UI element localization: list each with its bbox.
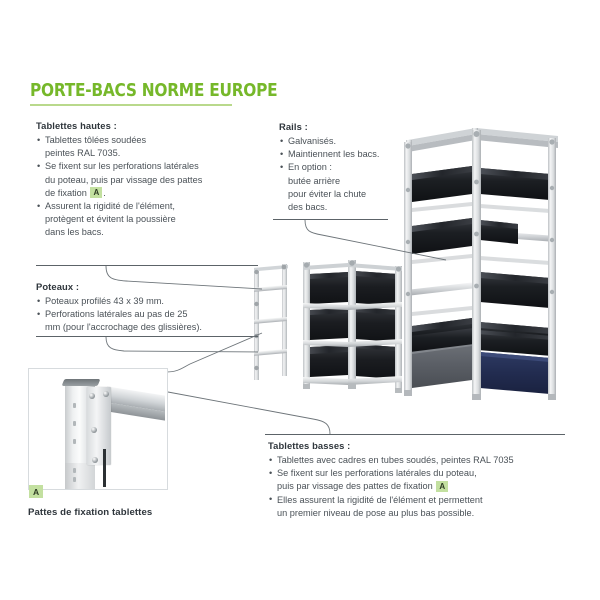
photo-perforation xyxy=(73,439,76,444)
bullet-line: peintes RAL 7035. xyxy=(45,148,121,159)
bullet-line: Maintiennent les bacs. xyxy=(288,149,380,160)
section-heading-poteaux: Poteaux : xyxy=(36,281,80,292)
list-item: Tablettes tôlées soudées peintes RAL 703… xyxy=(36,133,258,160)
bullet-line: Galvanisés. xyxy=(288,136,337,146)
list-item: Se fixent sur les perforations latérales… xyxy=(36,160,258,200)
bullet-list-tablettes-basses: Tablettes avec cadres en tubes soudés, p… xyxy=(268,453,568,520)
list-item: Elles assurent la rigidité de l'élément … xyxy=(268,493,568,520)
photo-post-cap xyxy=(61,379,101,386)
section-heading-rails: Rails : xyxy=(279,121,308,132)
page-title: PORTE-BACS NORME EUROPE xyxy=(30,81,278,101)
product-image-small-rack xyxy=(252,258,412,406)
bullet-line: Se fixent sur les perforations latérales xyxy=(45,161,199,172)
section-rails: Rails : Galvanisés. Maintiennent les bac… xyxy=(279,121,409,214)
bullet-line: protègent et évitent la poussière xyxy=(45,214,176,225)
list-item: Tablettes avec cadres en tubes soudés, p… xyxy=(268,453,568,467)
photo-perforation xyxy=(73,477,76,482)
list-item: Perforations latérales au pas de 25 mm (… xyxy=(36,308,258,334)
photo-bolt xyxy=(89,393,95,399)
photo-post-lower xyxy=(65,463,95,489)
bullet-line: Assurent la rigidité de l'élément, xyxy=(45,201,175,212)
list-item: En option : butée arrière pour éviter la… xyxy=(279,161,409,214)
bullet-line: Elles assurent la rigidité de l'élément … xyxy=(277,494,483,505)
photo-bolt xyxy=(103,391,109,397)
photo-bolt xyxy=(92,457,98,463)
section-heading-tablettes-hautes: Tablettes hautes : xyxy=(36,120,117,131)
badge-a-reference: A xyxy=(436,480,449,492)
bullet-line: de fixation A. xyxy=(45,187,258,200)
bullet-line: pour éviter la chute xyxy=(288,188,367,199)
section-tablettes-hautes: Tablettes hautes : Tablettes tôlées soud… xyxy=(36,120,258,240)
bullet-text: de fixation xyxy=(45,187,87,198)
photo-perforation xyxy=(73,403,76,408)
section-heading-tablettes-basses: Tablettes basses : xyxy=(268,440,351,451)
bullet-line: des bacs. xyxy=(288,202,328,213)
bullet-line: Se fixent sur les perforations latérales… xyxy=(277,468,477,479)
title-block: PORTE-BACS NORME EUROPE xyxy=(30,81,278,107)
photo-caption: Pattes de fixation tablettes xyxy=(28,507,153,518)
bullet-list-poteaux: Poteaux profilés 43 x 39 mm. Perforation… xyxy=(36,294,258,335)
photo-perforation xyxy=(73,468,76,473)
bullet-line: En option : xyxy=(288,162,332,173)
separator-rule-tablettes-basses xyxy=(265,434,565,435)
bullet-text: puis par vissage des pattes de fixation xyxy=(277,481,433,492)
bullet-line: Tablettes tôlées soudées xyxy=(45,135,147,145)
photo-perforation xyxy=(73,421,76,426)
photo-bolt xyxy=(91,427,97,433)
photo-fixing-bracket xyxy=(87,387,111,465)
list-item: Se fixent sur les perforations latérales… xyxy=(268,467,568,493)
bullet-line: mm (pour l'accrochage des glissières). xyxy=(45,322,202,333)
separator-rule-rails xyxy=(273,219,388,220)
badge-a-reference: A xyxy=(90,187,103,199)
bullet-line: Tablettes avec cadres en tubes soudés, p… xyxy=(277,455,514,465)
bullet-line: puis par vissage des pattes de fixation … xyxy=(277,480,568,493)
bullet-line: dans les bacs. xyxy=(45,227,104,238)
bullet-list-tablettes-hautes: Tablettes tôlées soudées peintes RAL 703… xyxy=(36,133,258,240)
badge-a-photo-marker: A xyxy=(29,485,44,498)
bullet-line: butée arrière xyxy=(288,175,341,186)
separator-rule-tablettes-hautes xyxy=(36,265,258,266)
list-item: Assurent la rigidité de l'élément, protè… xyxy=(36,200,258,240)
bullet-line: un premier niveau de pose au plus bas po… xyxy=(277,507,475,518)
list-item: Maintiennent les bacs. xyxy=(279,148,409,161)
bullet-text: . xyxy=(103,187,106,198)
section-tablettes-basses: Tablettes basses : Tablettes avec cadres… xyxy=(268,440,568,520)
bullet-line: Poteaux profilés 43 x 39 mm. xyxy=(45,296,164,306)
bullet-list-rails: Galvanisés. Maintiennent les bacs. En op… xyxy=(279,134,409,214)
separator-rule-poteaux xyxy=(36,336,258,337)
section-poteaux: Poteaux : Poteaux profilés 43 x 39 mm. P… xyxy=(36,281,258,335)
bullet-line: Perforations latérales au pas de 25 xyxy=(45,309,188,320)
product-image-tall-rack xyxy=(398,112,568,412)
list-item: Galvanisés. xyxy=(279,134,409,148)
title-underline xyxy=(30,104,232,107)
photo-rod xyxy=(103,449,106,487)
bullet-line: du poteau, puis par vissage des pattes xyxy=(45,174,203,185)
list-item: Poteaux profilés 43 x 39 mm. xyxy=(36,294,258,308)
photo-pattes-de-fixation xyxy=(28,368,168,490)
